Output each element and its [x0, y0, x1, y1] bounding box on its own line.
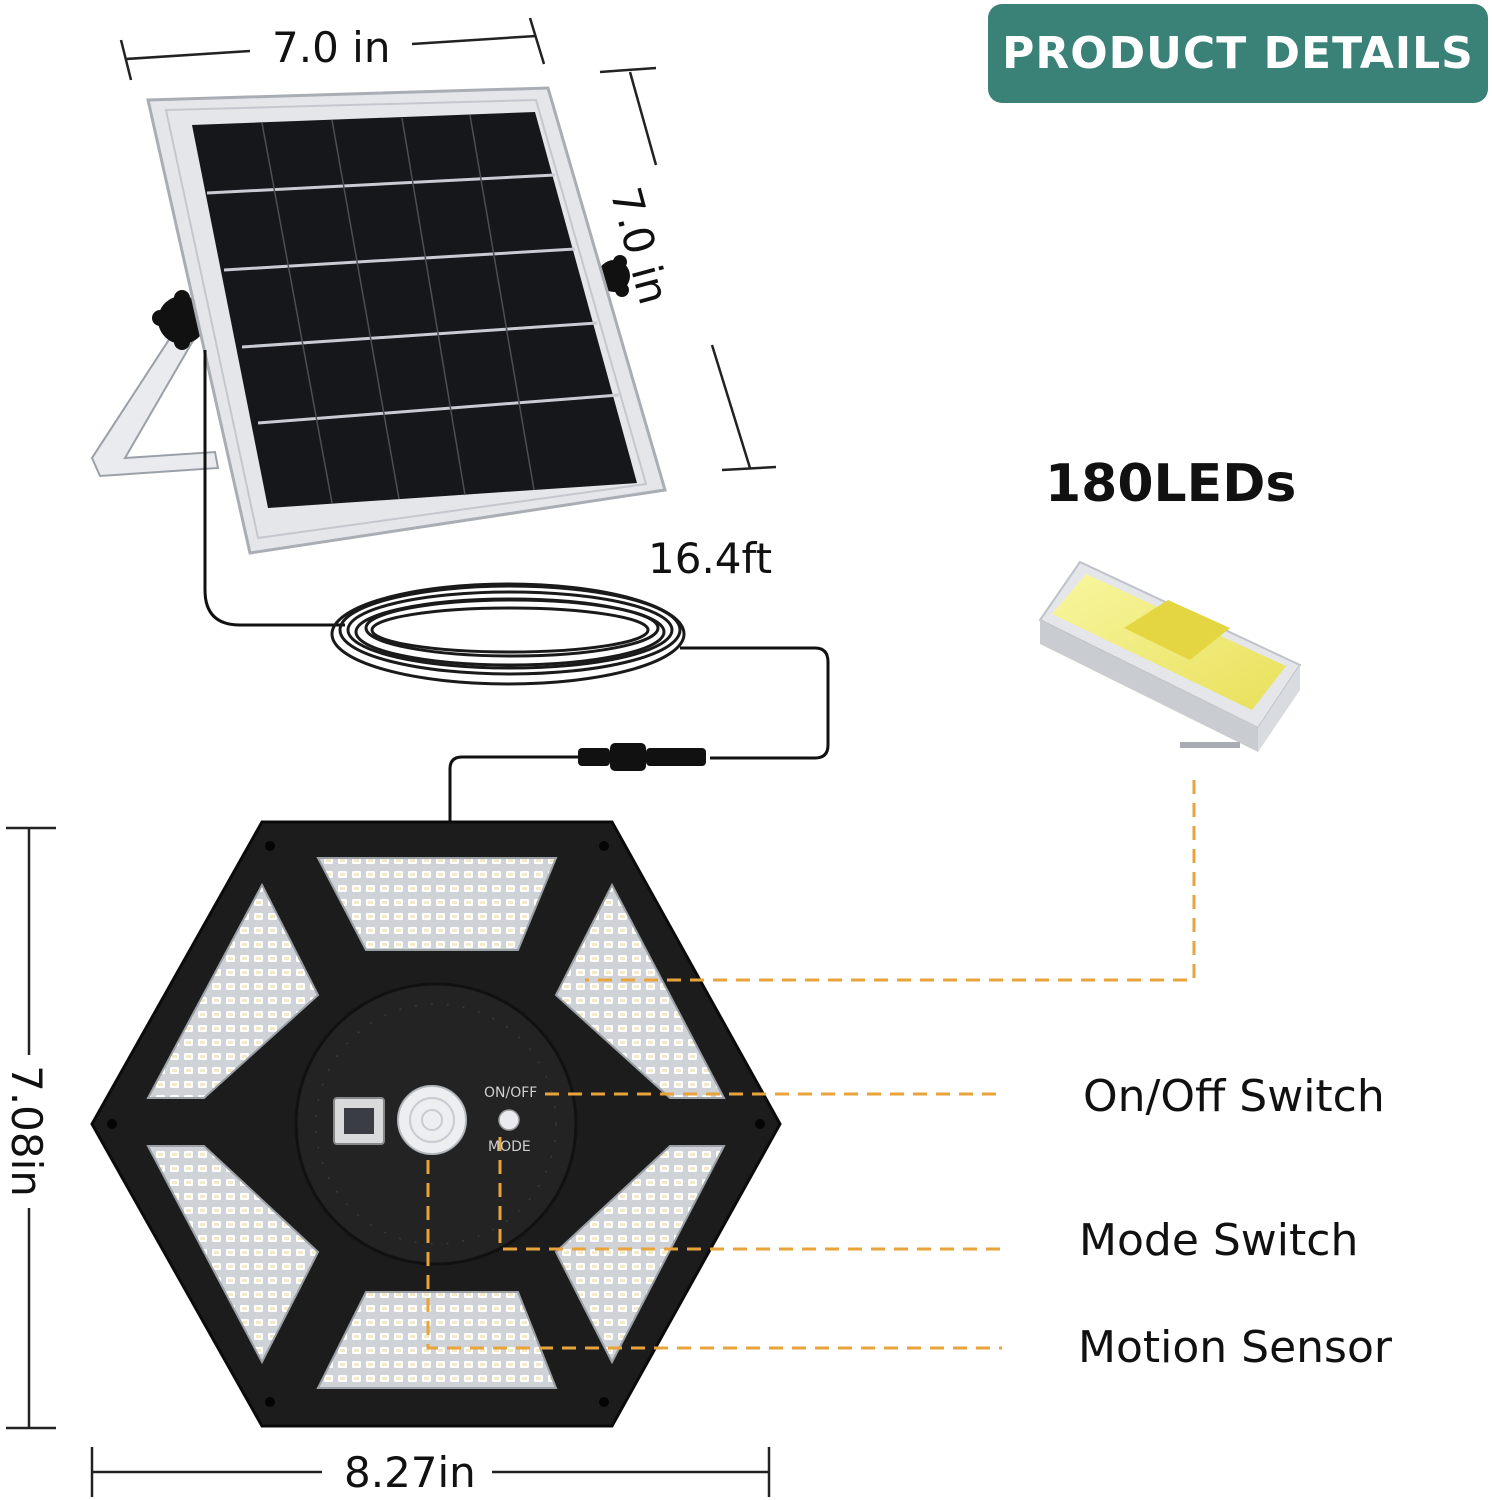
- panel-cable: [203, 350, 345, 627]
- led-chip-icon: [1038, 560, 1302, 752]
- onoff-button[interactable]: [498, 1109, 520, 1131]
- solar-panel: [90, 86, 667, 627]
- lamp-cable: [448, 755, 580, 822]
- panel-cells: [192, 112, 637, 508]
- callout-line-led: [585, 780, 1196, 982]
- callout-line-mode: [498, 1137, 1002, 1251]
- coiled-cable: [330, 582, 686, 686]
- callout-lines: [426, 780, 1196, 1350]
- lamp-width-label: 8.27in: [344, 1448, 476, 1497]
- callout-onoff-label: On/Off Switch: [1083, 1071, 1385, 1122]
- motion-sensor-icon[interactable]: [397, 1085, 467, 1155]
- lamp-height-label: 7.08in: [1, 1065, 51, 1197]
- lamp-width-dimension-line: [90, 1447, 771, 1497]
- light-sensor-icon: [333, 1097, 385, 1145]
- cable-length-label: 16.4ft: [648, 534, 773, 583]
- panel-grid-lines: [206, 173, 620, 425]
- led-panel-lower-left: [146, 1145, 320, 1365]
- hexagon-lamp: [90, 820, 782, 1428]
- panel-stand: [90, 313, 220, 478]
- panel-width-dimension-line: [119, 17, 546, 81]
- callout-motion-label: Motion Sensor: [1078, 1322, 1392, 1373]
- led-panel-top: [316, 857, 558, 951]
- mode-button-label: MODE: [488, 1139, 531, 1155]
- callout-mode-label: Mode Switch: [1079, 1215, 1359, 1266]
- led-panel-upper-right: [554, 882, 726, 1099]
- lamp-height-dimension-line: [6, 826, 56, 1430]
- extension-cable: [680, 646, 830, 760]
- panel-width-label: 7.0 in: [272, 23, 391, 72]
- led-panel-upper-left: [146, 882, 320, 1099]
- callout-line-motion: [426, 1160, 1002, 1350]
- cable-connector-icon: [578, 743, 706, 771]
- led-panel-lower-right: [554, 1145, 726, 1365]
- led-count-title: 180LEDs: [1045, 454, 1297, 514]
- led-panel-bottom: [316, 1291, 558, 1389]
- onoff-button-label: ON/OFF: [484, 1085, 538, 1101]
- panel-height-dimension-line: [599, 66, 777, 472]
- product-details-badge: PRODUCT DETAILS: [988, 4, 1488, 103]
